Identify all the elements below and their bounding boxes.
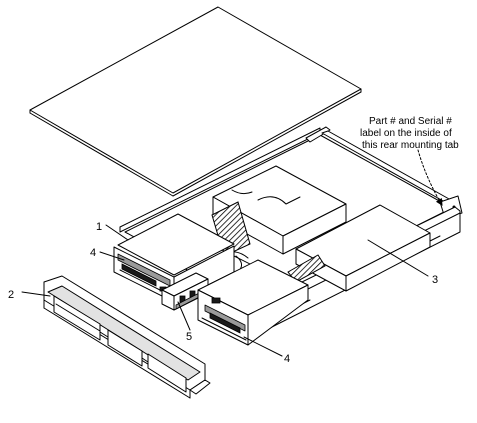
note-line-3: this rear mounting tab — [362, 140, 459, 151]
callout-3: 3 — [432, 274, 438, 286]
power-supply-block — [295, 204, 431, 292]
callout-1: 1 — [96, 221, 102, 233]
callout-labels: 1 2 3 4 4 5 — [8, 221, 438, 365]
leader-lines — [21, 149, 443, 357]
top-cover — [29, 6, 362, 197]
leader-4b — [243, 336, 283, 357]
bezel-opening-center — [107, 329, 143, 367]
leader-3 — [367, 239, 429, 277]
leader-1 — [105, 224, 129, 241]
bezel-opening-left — [53, 295, 101, 341]
bezel-opening-right — [147, 353, 187, 393]
leader-5 — [177, 301, 191, 331]
callout-4-upper: 4 — [90, 247, 96, 259]
label-note: Part # and Serial # label on the inside … — [360, 116, 459, 151]
note-line-1: Part # and Serial # — [369, 116, 452, 127]
note-line-2: label on the inside of — [360, 128, 452, 139]
drive-bay-left — [113, 213, 235, 303]
callout-5: 5 — [186, 331, 192, 343]
front-bezel — [43, 275, 211, 399]
callout-4-lower: 4 — [284, 353, 290, 365]
drive-bay-right — [197, 259, 309, 346]
leader-2 — [21, 291, 51, 297]
callout-2: 2 — [8, 289, 14, 301]
note-arrow — [417, 149, 443, 206]
center-front-module — [161, 272, 209, 311]
leader-4a — [99, 251, 125, 261]
